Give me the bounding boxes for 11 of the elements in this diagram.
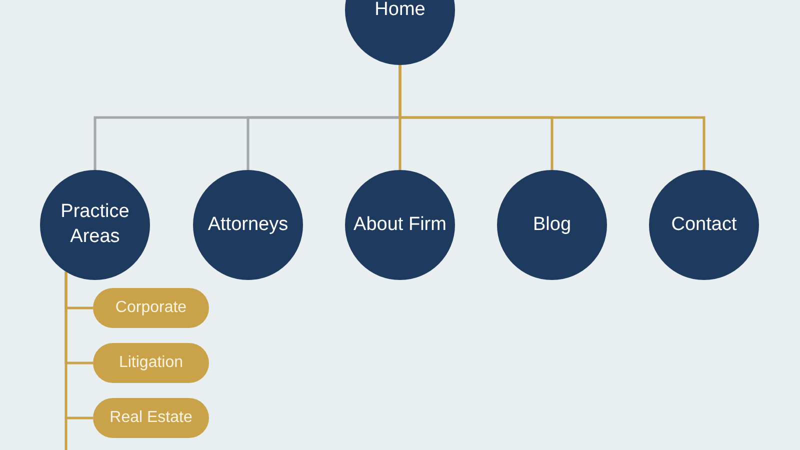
page-circle: Blog <box>497 170 607 280</box>
page-circle: Attorneys <box>193 170 303 280</box>
connector-line <box>398 65 706 170</box>
page-circle: Home <box>345 0 455 65</box>
subpage-pill: Real Estate <box>93 398 209 438</box>
connector-line <box>64 272 93 420</box>
page-circle: Practice Areas <box>40 170 150 280</box>
page-circle: About Firm <box>345 170 455 280</box>
page-circle: Contact <box>649 170 759 280</box>
subpage-pill: Litigation <box>93 343 209 383</box>
subpage-pill: Corporate <box>93 288 209 328</box>
